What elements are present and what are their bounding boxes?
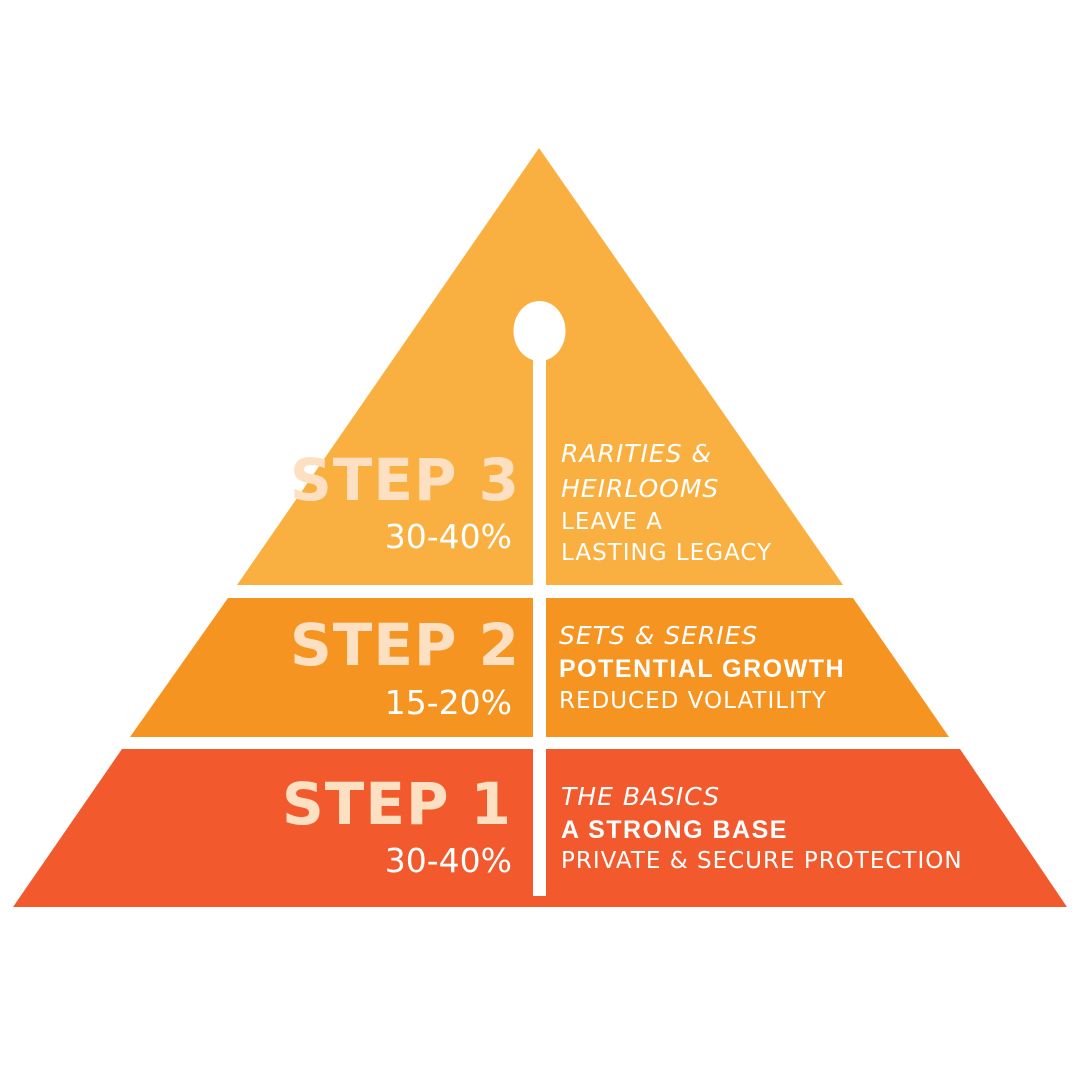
tier-3-percent: 30-40% <box>385 517 512 556</box>
tier-3-desc-line-1: LEAVE A <box>561 509 663 535</box>
divider-line <box>533 345 546 896</box>
tier-3-title-line-1: RARITIES & <box>561 439 712 468</box>
tier-1-percent: 30-40% <box>385 841 512 880</box>
tier-3-title-line-2: HEIRLOOMS <box>561 474 719 503</box>
tier-1-desc: PRIVATE & SECURE PROTECTION <box>561 848 963 874</box>
tier-2-highlight: POTENTIAL GROWTH <box>559 655 845 683</box>
pin-head-icon <box>513 301 566 361</box>
tier-2-step-label: STEP 2 <box>290 611 520 679</box>
tier-3-step-label: STEP 3 <box>290 446 520 514</box>
tier-1-step-label: STEP 1 <box>282 770 512 838</box>
tier-1-title: THE BASICS <box>561 782 720 811</box>
tier-2-title: SETS & SERIES <box>559 621 758 650</box>
tier-3-desc-line-2: LASTING LEGACY <box>561 540 772 566</box>
tier-2-percent: 15-20% <box>385 683 512 722</box>
tier-2-desc: REDUCED VOLATILITY <box>559 688 827 714</box>
tier-1-highlight: A STRONG BASE <box>561 816 788 844</box>
